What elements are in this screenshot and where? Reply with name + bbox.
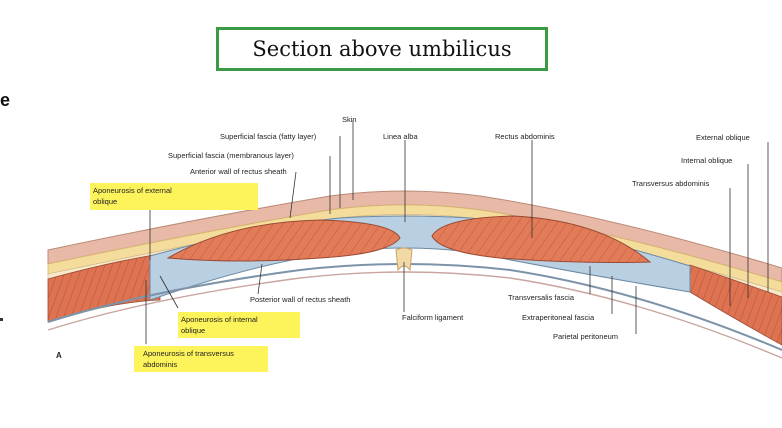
rectus-muscle-right	[431, 215, 652, 263]
label-superficial-fatty: Superficial fascia (fatty layer)	[220, 132, 317, 141]
label-apon-transversus-2: abdominis	[143, 360, 177, 369]
highlight-transversus	[134, 346, 268, 372]
label-transversus-abdominis: Transversus abdominis	[632, 179, 710, 188]
title-box: Section above umbilicus	[216, 27, 548, 71]
cropped-edge-mark	[0, 318, 3, 321]
label-extraperitoneal: Extraperitoneal fascia	[522, 313, 595, 322]
label-parietal-peritoneum: Parietal peritoneum	[553, 332, 618, 341]
label-internal-oblique: Internal oblique	[681, 156, 732, 165]
peritoneum-line	[47, 271, 782, 359]
page-title: Section above umbilicus	[252, 37, 512, 61]
label-skin: Skin	[342, 115, 357, 124]
label-superficial-membranous: Superficial fascia (membranous layer)	[168, 151, 294, 160]
label-apon-internal-1: Aponeurosis of internal	[181, 315, 258, 324]
label-apon-external-2: oblique	[93, 197, 117, 206]
rectus-muscle-left	[166, 219, 401, 262]
label-external-oblique: External oblique	[696, 133, 750, 142]
label-transversalis: Transversalis fascia	[508, 293, 575, 302]
cropped-edge-letter: e	[0, 90, 11, 110]
body-wall	[47, 190, 782, 359]
label-linea-alba: Linea alba	[383, 132, 418, 141]
label-rectus-abdominis: Rectus abdominis	[495, 132, 555, 141]
highlight-external	[90, 183, 258, 210]
panel-letter: A	[56, 351, 62, 360]
leader-lines	[145, 120, 769, 344]
label-anterior-wall: Anterior wall of rectus sheath	[190, 167, 287, 176]
label-apon-internal-2: oblique	[181, 326, 205, 335]
label-falciform: Falciform ligament	[402, 313, 464, 322]
label-apon-external-1: Aponeurosis of external	[93, 186, 172, 195]
label-posterior-wall: Posterior wall of rectus sheath	[250, 295, 350, 304]
label-apon-transversus-1: Aponeurosis of transversus	[143, 349, 234, 358]
highlight-internal	[178, 312, 300, 338]
falciform-ligament	[395, 247, 413, 272]
